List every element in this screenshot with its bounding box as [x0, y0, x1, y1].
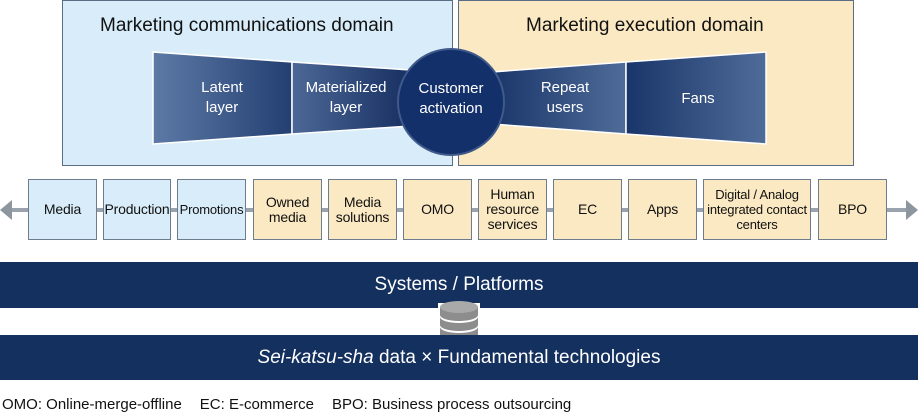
execution-domain-title: Marketing execution domain — [526, 15, 764, 36]
sei-katsu-sha-term: Sei-katsu-sha — [257, 346, 374, 368]
service-omo: OMO — [403, 179, 472, 240]
customer-activation-circle — [397, 48, 505, 156]
latent-layer-label: Latent layer — [201, 79, 243, 116]
customer-activation-label: Customer activation — [418, 80, 484, 117]
service-ec: EC — [553, 179, 622, 240]
service-production: Production — [103, 179, 171, 240]
fans-segment — [625, 51, 767, 145]
systems-platforms-label: Systems / Platforms — [374, 274, 544, 295]
customer-funnel — [152, 51, 767, 145]
data-technologies-band: Sei-katsu-sha data × Fundamental technol… — [0, 335, 918, 380]
materialized-layer-label: Materialized layer — [305, 79, 387, 116]
footnote-ec: EC: E-commerce — [199, 396, 314, 413]
service-contact-centers: Digital / Analog integrated contact cent… — [703, 179, 811, 240]
arrow-right-icon — [906, 200, 918, 220]
footnote-omo: OMO: Online-merge-offline — [2, 396, 182, 413]
service-bpo: BPO — [818, 179, 887, 240]
service-apps: Apps — [628, 179, 697, 240]
arrow-left-icon — [0, 200, 12, 220]
data-band-label: Sei-katsu-sha data × Fundamental technol… — [258, 347, 661, 369]
systems-platforms-band: Systems / Platforms — [0, 262, 918, 308]
service-owned-media: Owned media — [253, 179, 322, 240]
database-icon — [438, 301, 480, 341]
repeat-users-label: Repeat users — [540, 79, 590, 116]
service-promotions: Promotions — [177, 179, 246, 240]
footnotes: OMO: Online-merge-offline EC: E-commerce B… — [2, 396, 589, 413]
service-human-resource-services: Human resource services — [478, 179, 547, 240]
service-media-solutions: Media solutions — [328, 179, 397, 240]
communications-domain-title: Marketing communications domain — [100, 15, 394, 36]
footnote-bpo: BPO: Business process outsourcing — [331, 396, 572, 413]
service-media: Media — [28, 179, 97, 240]
fans-label: Fans — [681, 90, 715, 107]
data-band-rest: data × Fundamental technologies — [373, 346, 661, 368]
